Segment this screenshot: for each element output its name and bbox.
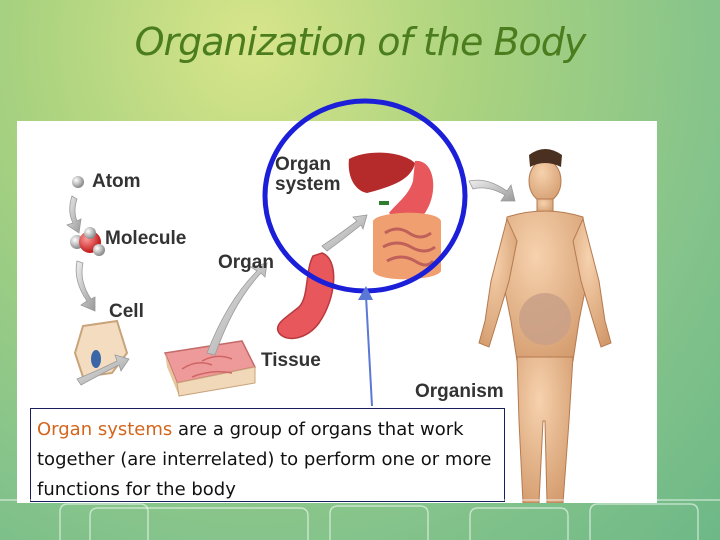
label-organ-system-line2: system [275, 174, 341, 195]
atom-icon [72, 176, 84, 188]
label-atom: Atom [92, 171, 141, 192]
bottom-decoration [0, 499, 720, 540]
slide-title: Organization of the Body [134, 20, 587, 64]
label-tissue: Tissue [261, 350, 321, 371]
label-molecule: Molecule [105, 228, 187, 249]
definition-callout: Organ systems are a group of organs that… [30, 408, 505, 502]
label-organism: Organism [415, 381, 504, 402]
label-cell: Cell [109, 301, 144, 322]
molecule-icon [70, 227, 105, 256]
callout-highlight: Organ systems [37, 419, 173, 440]
label-organ-system-line1: Organ [275, 154, 331, 175]
human-body-icon [478, 149, 612, 503]
tissue-icon [163, 340, 257, 397]
callout-text: are a group of organs that work together… [37, 419, 492, 500]
label-organ: Organ [218, 252, 274, 273]
stomach-icon [276, 252, 335, 340]
